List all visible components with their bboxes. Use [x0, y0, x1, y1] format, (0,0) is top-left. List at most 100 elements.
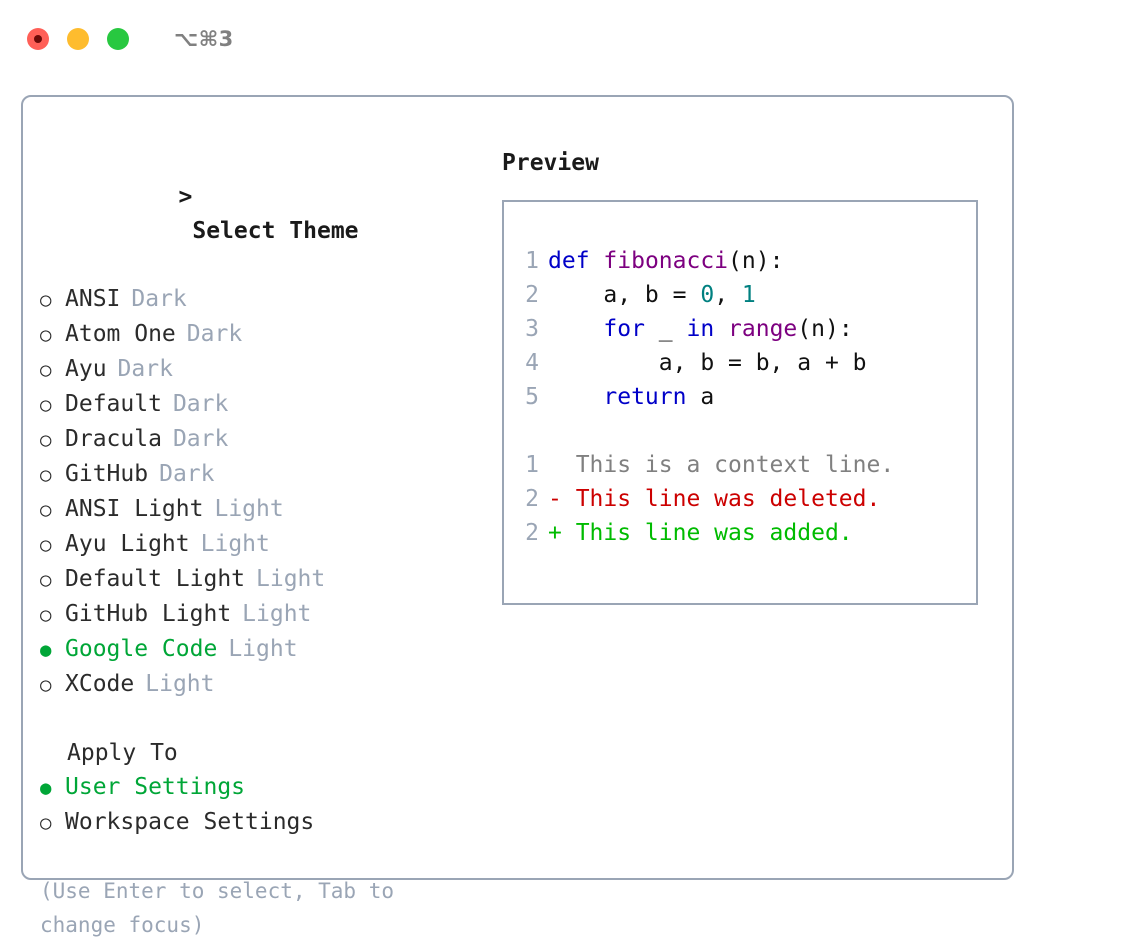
code-token-pl: [714, 316, 728, 342]
code-token-pl: a: [686, 384, 715, 410]
code-spacer: [504, 414, 976, 448]
theme-option-tag: Light: [242, 601, 312, 627]
theme-option-label: Default Light: [65, 566, 246, 592]
apply-to-option-label: User Settings: [65, 774, 246, 800]
theme-option-default-light[interactable]: ○ Default Light Light: [40, 562, 493, 597]
radio-unselected-icon: ○: [40, 289, 52, 311]
theme-option-ayu[interactable]: ○ Ayu Dark: [40, 352, 493, 387]
code-token-pl: (n):: [797, 316, 853, 342]
theme-option-label: Default: [65, 391, 162, 417]
theme-option-label: XCode: [65, 671, 135, 697]
theme-option-tag: Dark: [159, 461, 215, 487]
radio-unselected-icon: ○: [40, 674, 52, 696]
line-number: 1: [525, 452, 539, 478]
radio-unselected-icon: ○: [40, 604, 52, 626]
code-token-kw: return: [603, 384, 687, 410]
theme-option-ansi[interactable]: ○ ANSI Dark: [40, 282, 493, 317]
line-number: 3: [525, 316, 539, 342]
theme-option-tag: Dark: [131, 286, 187, 312]
radio-unselected-icon: ○: [40, 812, 52, 834]
code-token-pl: a, b =: [548, 282, 701, 308]
theme-option-tag: Light: [214, 496, 284, 522]
line-number: 2: [525, 520, 539, 546]
line-number: 2: [525, 282, 539, 308]
code-line-text: def fibonacci(n):: [548, 244, 783, 278]
theme-option-atom-one[interactable]: ○ Atom One Dark: [40, 317, 493, 352]
code-token-pl: [590, 248, 604, 274]
code-token-num: 1: [741, 282, 756, 308]
code-token-pl: _: [644, 316, 687, 342]
line-number: 1: [525, 248, 539, 274]
code-token-pl: (n):: [728, 248, 784, 274]
theme-option-label: Atom One: [65, 321, 176, 347]
apply-to-option-workspace-settings[interactable]: ○ Workspace Settings: [40, 805, 493, 840]
code-line-text: a, b = b, a + b: [548, 346, 867, 380]
diff-line-text: + This line was added.: [548, 520, 853, 546]
theme-option-ansi-light[interactable]: ○ ANSI Light Light: [40, 492, 493, 527]
radio-unselected-icon: ○: [40, 464, 52, 486]
diff-line-text: - This line was deleted.: [548, 486, 881, 512]
code-token-pl: a, b = b, a + b: [548, 350, 867, 376]
code-token-kw: in: [686, 316, 715, 342]
select-theme-heading: > Select Theme: [40, 146, 493, 282]
apply-to-option-user-settings[interactable]: ●User Settings: [40, 770, 493, 805]
theme-option-label: GitHub: [65, 461, 149, 487]
theme-option-github-light[interactable]: ○ GitHub Light Light: [40, 597, 493, 632]
theme-option-label: Ayu Light: [65, 531, 190, 557]
diff-line-text: This is a context line.: [548, 452, 895, 478]
theme-option-tag: Dark: [186, 321, 243, 347]
code-token-kw: for: [603, 316, 645, 342]
select-theme-heading-label: [178, 218, 192, 244]
radio-unselected-icon: ○: [40, 324, 52, 346]
code-line-text: for _ in range(n):: [548, 312, 853, 346]
radio-selected-icon: ●: [40, 639, 52, 661]
theme-option-label: ANSI: [65, 286, 121, 312]
apply-to-option-label: Workspace Settings: [65, 809, 315, 835]
theme-option-tag: Dark: [117, 356, 173, 382]
theme-option-default[interactable]: ○ Default Dark: [40, 387, 493, 422]
close-button[interactable]: [27, 28, 49, 50]
theme-option-tag: Dark: [172, 391, 229, 417]
code-line: 1 def fibonacci(n):: [504, 244, 976, 278]
code-line: 2 a, b = 0, 1: [504, 278, 976, 312]
preview-heading: Preview: [502, 150, 599, 176]
window-controls: [27, 28, 129, 50]
theme-option-tag: Light: [200, 531, 270, 557]
diff-sample: 1 This is a context line. 2 - This line wa…: [504, 448, 976, 550]
maximize-button[interactable]: [107, 28, 129, 50]
code-token-num: 0: [700, 282, 715, 308]
code-line-text: return a: [548, 380, 714, 414]
theme-option-label: Ayu: [65, 356, 107, 382]
theme-option-label: GitHub Light: [65, 601, 232, 627]
theme-option-label: Google Code: [65, 636, 218, 662]
theme-option-tag: Light: [256, 566, 326, 592]
radio-unselected-icon: ○: [40, 534, 52, 556]
keyboard-shortcut-label: ⌥⌘3: [174, 27, 234, 51]
code-token-pl: ,: [714, 282, 742, 308]
code-line: 3 for _ in range(n):: [504, 312, 976, 346]
radio-unselected-icon: ○: [40, 394, 52, 416]
theme-option-label: ANSI Light: [65, 496, 204, 522]
theme-option-ayu-light[interactable]: ○ Ayu Light Light: [40, 527, 493, 562]
radio-unselected-icon: ○: [40, 359, 52, 381]
code-line: 4 a, b = b, a + b: [504, 346, 976, 380]
code-token-pl: [548, 316, 603, 342]
radio-unselected-icon: ○: [40, 499, 52, 521]
minimize-button[interactable]: [67, 28, 89, 50]
line-number: 4: [525, 350, 539, 376]
code-token-fn: range: [728, 316, 798, 342]
diff-line-ctx: 1 This is a context line.: [504, 448, 976, 482]
radio-unselected-icon: ○: [40, 569, 52, 591]
select-theme-title: Select Theme: [192, 218, 359, 244]
theme-option-github[interactable]: ○ GitHub Dark: [40, 457, 493, 492]
title-bar: ⌥⌘3: [0, 0, 1140, 78]
